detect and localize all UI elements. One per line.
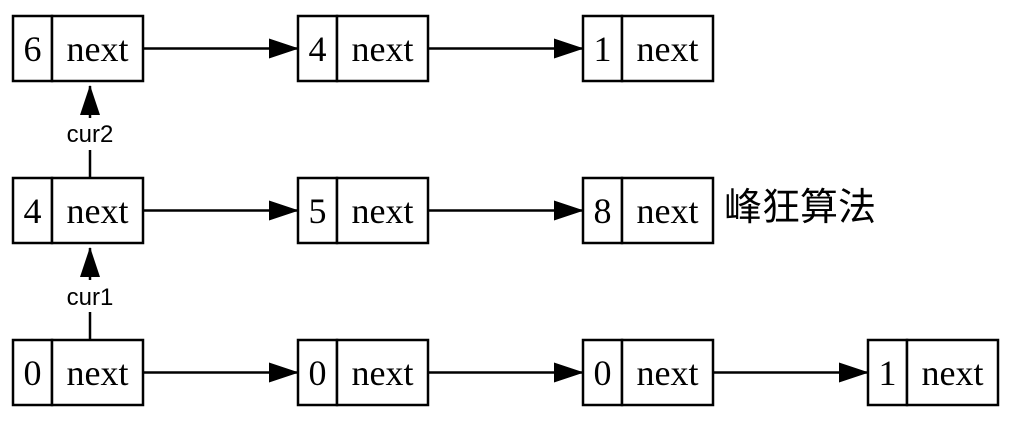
node-value-cell xyxy=(296,14,339,83)
node-next-cell xyxy=(620,338,715,407)
node-next-label: next xyxy=(67,191,129,231)
node-next-label: next xyxy=(67,353,129,393)
node-value: 0 xyxy=(594,353,612,393)
node-next-label: next xyxy=(922,353,984,393)
node-next-label: next xyxy=(352,191,414,231)
node-next-label: next xyxy=(637,191,699,231)
pointer-cur1: cur1 xyxy=(67,247,114,340)
node-next-label: next xyxy=(637,353,699,393)
list-node: 4 next xyxy=(296,14,430,83)
node-value: 0 xyxy=(24,353,42,393)
node-next-cell xyxy=(50,14,145,83)
diagram-root: 6 next 4 next 1 next 4 next 5 next 8 next 0 next 0 next… xyxy=(11,14,1000,407)
list-node: 4 next xyxy=(11,176,145,245)
node-value: 8 xyxy=(594,191,612,231)
list-node: 6 next xyxy=(11,14,145,83)
list-node: 0 next xyxy=(11,338,145,407)
watermark-text: 峰狂算法 xyxy=(724,185,876,229)
pointer-cur2: cur2 xyxy=(67,85,114,178)
node-next-label: next xyxy=(67,29,129,69)
list-node: 1 next xyxy=(866,338,1000,407)
node-value-cell xyxy=(296,338,339,407)
node-next-label: next xyxy=(637,29,699,69)
list-node: 5 next xyxy=(296,176,430,245)
node-next-cell xyxy=(50,176,145,245)
node-next-cell xyxy=(335,338,430,407)
list-node: 8 next xyxy=(581,176,715,245)
node-value-cell xyxy=(866,338,909,407)
node-value-cell xyxy=(11,14,54,83)
node-value-cell xyxy=(581,338,624,407)
node-next-label: next xyxy=(352,353,414,393)
list-node: 0 next xyxy=(296,338,430,407)
node-value-cell xyxy=(581,176,624,245)
row-bottom: 0 next 0 next 0 next 1 next xyxy=(11,338,1000,407)
node-value: 1 xyxy=(879,353,897,393)
node-value-cell xyxy=(581,14,624,83)
node-next-cell xyxy=(335,14,430,83)
list-node: 0 next xyxy=(581,338,715,407)
node-value: 0 xyxy=(309,353,327,393)
pointer-cur1-label: cur1 xyxy=(67,284,114,311)
node-value: 1 xyxy=(594,29,612,69)
node-value: 4 xyxy=(24,191,42,231)
node-next-label: next xyxy=(352,29,414,69)
list-node: 1 next xyxy=(581,14,715,83)
row-middle: 4 next 5 next 8 next xyxy=(11,176,715,245)
node-value: 6 xyxy=(24,29,42,69)
pointer-cur2-label: cur2 xyxy=(67,121,114,148)
node-value: 5 xyxy=(309,191,327,231)
node-next-cell xyxy=(620,176,715,245)
node-next-cell xyxy=(620,14,715,83)
node-value-cell xyxy=(11,176,54,245)
row-top: 6 next 4 next 1 next xyxy=(11,14,715,83)
node-value: 4 xyxy=(309,29,327,69)
node-next-cell xyxy=(905,338,1000,407)
